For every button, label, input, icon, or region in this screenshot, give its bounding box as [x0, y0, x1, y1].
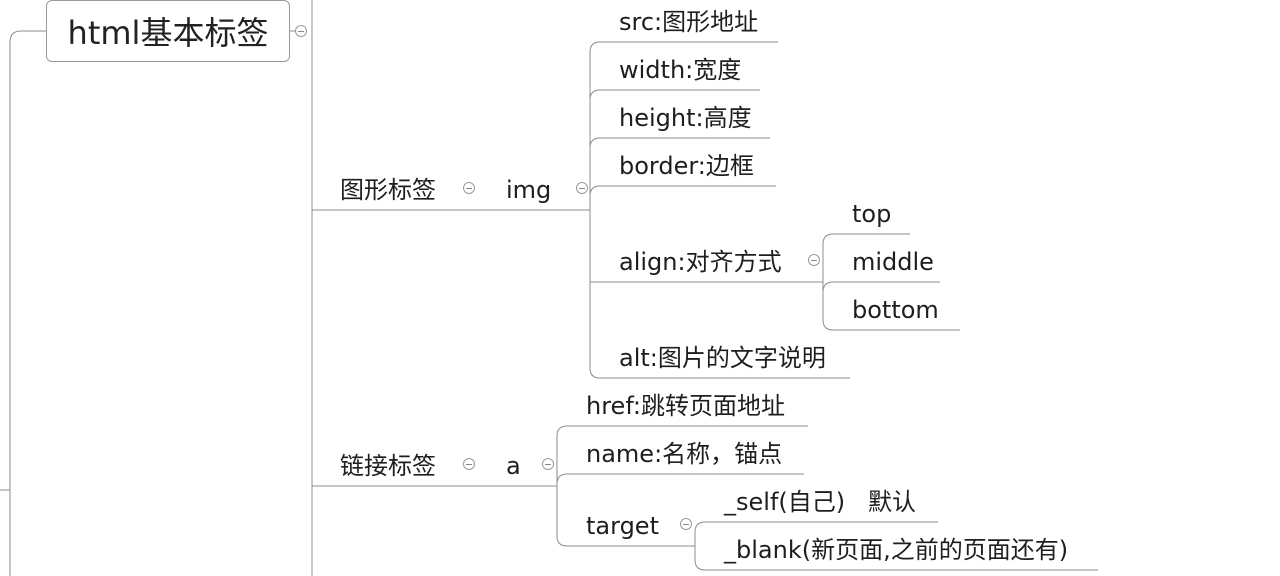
align-value-top[interactable]: top	[852, 200, 892, 228]
a-tag-label[interactable]: a	[506, 452, 521, 480]
a-attr-name[interactable]: name:名称，锚点	[586, 440, 783, 468]
img-attr-align[interactable]: align:对齐方式	[619, 248, 782, 276]
a-attr-target[interactable]: target	[586, 512, 659, 540]
img-branch-label[interactable]: 图形标签	[340, 176, 436, 204]
align-value-bottom[interactable]: bottom	[852, 296, 939, 324]
target-values-bracket	[694, 521, 706, 571]
collapse-icon-root[interactable]	[295, 25, 307, 37]
a-branch-label[interactable]: 链接标签	[340, 452, 436, 480]
align-value-middle[interactable]: middle	[852, 248, 934, 276]
img-attr-underline-height	[589, 137, 770, 149]
img-tag-label[interactable]: img	[506, 176, 552, 204]
root-node-label: html基本标签	[67, 14, 269, 52]
target-value-self[interactable]: _self(自己) 默认	[724, 488, 916, 516]
target-value-blank[interactable]: _blank(新页面,之前的页面还有)	[724, 536, 1069, 564]
collapse-icon-img-branch[interactable]	[463, 182, 475, 194]
root-node[interactable]: html基本标签	[46, 0, 290, 62]
img-attr-height[interactable]: height:高度	[619, 104, 752, 132]
a-attr-underline-name	[556, 473, 804, 485]
a-attrs-bracket	[556, 425, 568, 547]
img-attrs-bracket	[589, 41, 601, 379]
align-underline-middle	[822, 281, 940, 293]
img-attr-src[interactable]: src:图形地址	[619, 8, 759, 36]
img-attr-width[interactable]: width:宽度	[619, 56, 742, 84]
img-attr-border[interactable]: border:边框	[619, 152, 754, 180]
collapse-icon-img-tag[interactable]	[576, 182, 588, 194]
collapse-icon-target[interactable]	[680, 518, 692, 530]
img-attr-alt[interactable]: alt:图片的文字说明	[619, 344, 826, 372]
img-attr-underline-width	[589, 89, 760, 101]
collapse-icon-a-tag[interactable]	[542, 458, 554, 470]
root-trunk-line	[9, 30, 46, 576]
img-attr-underline-border	[589, 185, 776, 197]
collapse-icon-align[interactable]	[808, 254, 820, 266]
align-values-bracket	[822, 233, 834, 331]
a-attr-href[interactable]: href:跳转页面地址	[586, 392, 785, 420]
collapse-icon-a-branch[interactable]	[463, 458, 475, 470]
